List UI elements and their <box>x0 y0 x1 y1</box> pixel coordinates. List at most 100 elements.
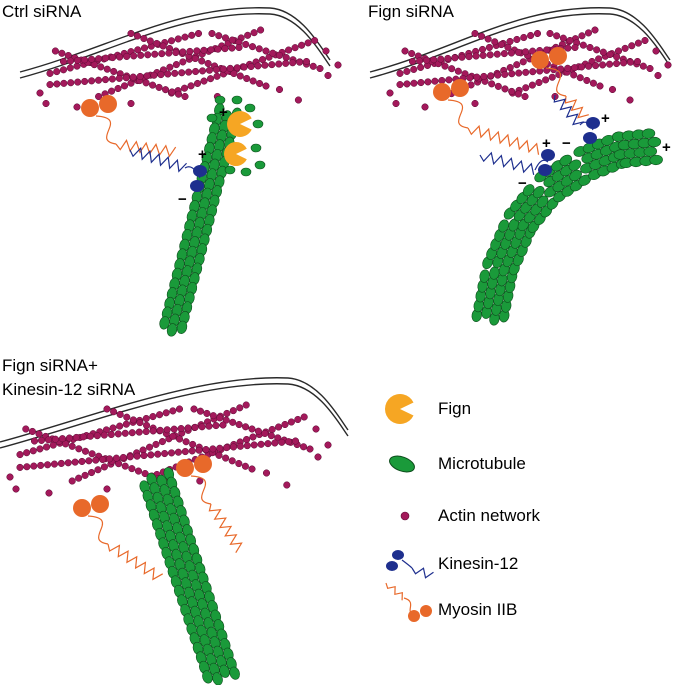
tubulin-subunit <box>649 154 663 166</box>
actin-bead <box>78 457 86 466</box>
actin-bead <box>513 61 521 69</box>
legend-label-fign: Fign <box>438 399 472 418</box>
kinesin-icon-stalk <box>411 567 434 579</box>
actin-bead <box>596 82 604 90</box>
actin-bead <box>488 80 496 88</box>
actin-bead <box>212 422 220 430</box>
actin-bead <box>162 409 170 417</box>
actin-bead <box>454 67 462 75</box>
actin-bead <box>51 435 59 443</box>
actin-bead <box>334 61 342 69</box>
actin-bead <box>221 34 230 42</box>
actin-bead <box>235 421 243 429</box>
actin-bead <box>522 68 530 76</box>
actin-bead <box>235 459 243 468</box>
actin-bead <box>134 46 142 54</box>
actin-bead <box>169 407 177 415</box>
actin-bead <box>182 438 190 446</box>
actin-bead <box>158 438 166 446</box>
actin-bead <box>109 54 117 62</box>
actin-bead <box>471 29 479 38</box>
actin-bead <box>548 73 556 81</box>
actin-bead <box>167 37 176 45</box>
fign-kinesin-top-head-2 <box>583 132 597 144</box>
actin-bead <box>191 423 199 431</box>
actin-bead <box>396 81 404 89</box>
actin-bead <box>294 415 302 424</box>
actin-bead <box>578 32 586 40</box>
actin-bead <box>529 47 537 55</box>
actin-bead <box>222 454 230 462</box>
actin-bead <box>179 58 187 66</box>
actin-bead <box>171 69 179 77</box>
double-myosin-right-head-2 <box>194 455 212 473</box>
actin-bead <box>152 440 160 448</box>
ctrl-kinesin-head-1 <box>193 165 207 177</box>
actin-bead <box>71 458 79 466</box>
actin-bead <box>417 63 425 71</box>
actin-bead <box>504 43 512 51</box>
actin-bead <box>94 466 102 474</box>
actin-bead <box>151 50 159 58</box>
actin-bead <box>646 64 654 73</box>
actin-bead <box>53 68 61 76</box>
actin-bead <box>262 82 270 90</box>
actin-bead <box>438 76 446 85</box>
actin-bead <box>501 70 509 78</box>
actin-bead <box>242 423 250 431</box>
actin-bead <box>249 433 257 441</box>
actin-bead <box>576 74 584 82</box>
actin-bead <box>241 462 249 470</box>
actin-bead <box>85 457 93 465</box>
actin-bead <box>121 429 129 437</box>
actin-bead <box>229 407 237 415</box>
actin-bead <box>256 79 264 88</box>
actin-bead <box>135 428 143 436</box>
actin-bead <box>314 453 322 461</box>
actin-bead <box>430 56 438 64</box>
actin-bead <box>66 57 75 65</box>
ctrl-myosin-tail <box>115 139 177 158</box>
actin-bead <box>157 71 165 79</box>
actin-bead <box>142 79 150 87</box>
actin-bead <box>243 442 251 450</box>
actin-bead <box>209 412 217 420</box>
actin-bead <box>67 79 75 87</box>
actin-bead <box>208 29 216 38</box>
actin-bead <box>300 443 308 451</box>
actin-bead <box>633 57 642 66</box>
actin-bead <box>146 37 154 45</box>
actin-bead <box>163 426 171 434</box>
actin-bead <box>508 70 516 78</box>
actin-bead <box>221 45 229 53</box>
actin-bead <box>506 64 514 72</box>
actin-bead <box>159 42 167 50</box>
fign-myosin-left-head-2 <box>451 79 469 97</box>
actin-bead <box>57 459 65 467</box>
actin-bead <box>147 451 155 459</box>
actin-bead <box>105 455 114 463</box>
actin-bead <box>205 66 213 74</box>
fign-myosin-right-neck <box>545 67 567 97</box>
actin-bead <box>212 66 220 74</box>
actin-bead <box>535 78 543 87</box>
actin-bead <box>149 413 157 421</box>
actin-bead <box>42 99 50 108</box>
actin-bead <box>235 43 243 52</box>
actin-bead <box>129 73 137 81</box>
actin-bead <box>184 424 192 432</box>
actin-bead <box>112 454 120 462</box>
actin-bead <box>137 51 145 59</box>
actin-bead <box>291 44 299 52</box>
microtubule-icon <box>389 455 415 473</box>
actin-bead <box>65 434 73 442</box>
actin-bead <box>226 64 234 72</box>
actin-bead <box>294 96 302 104</box>
tubulin-subunit <box>159 316 170 330</box>
double-myosin-right-neck <box>190 475 212 505</box>
actin-bead <box>75 474 83 482</box>
actin-bead <box>99 455 107 464</box>
actin-bead <box>72 433 80 441</box>
cell-membrane-outer <box>19 7 331 73</box>
actin-bead <box>150 71 158 79</box>
